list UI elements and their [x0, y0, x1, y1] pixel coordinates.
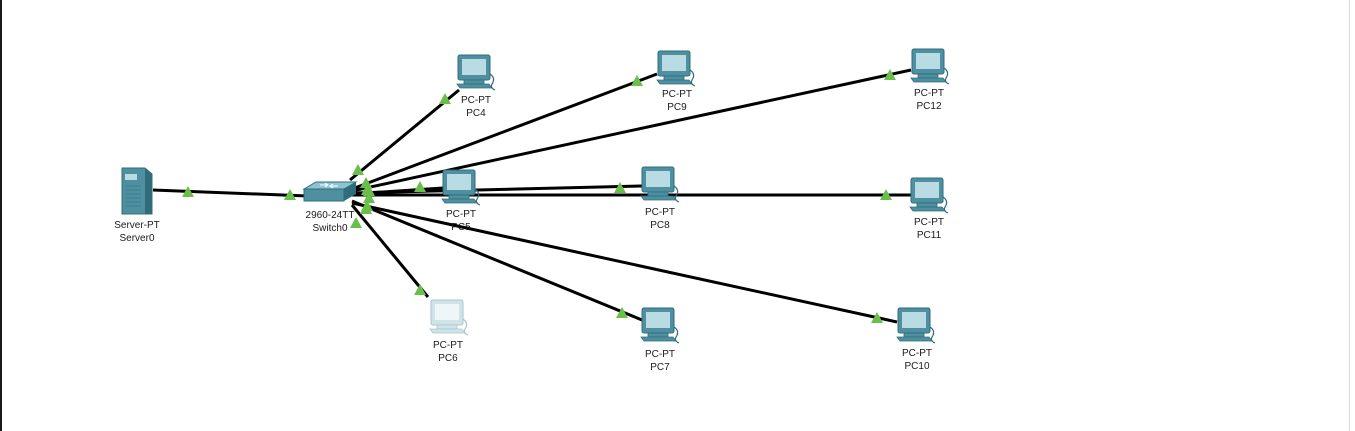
device-pc4[interactable]: PC-PT PC4: [456, 54, 496, 119]
device-model-label: PC-PT: [914, 88, 944, 99]
device-pc8[interactable]: PC-PT PC8: [640, 166, 680, 231]
device-model-label: PC-PT: [461, 95, 491, 106]
link-status-up-indicator: [182, 186, 194, 197]
device-model-label: PC-PT: [902, 348, 932, 359]
device-model-label: 2960-24TT: [306, 210, 355, 221]
pc-icon[interactable]: [456, 54, 496, 91]
workspace-left-border: [0, 0, 2, 431]
link-switch0-pc8[interactable]: [351, 184, 643, 195]
device-name-label: PC6: [438, 353, 458, 364]
device-name-label: Server0: [119, 233, 154, 244]
link-switch0-pc6[interactable]: [350, 204, 430, 298]
pc-icon[interactable]: [640, 307, 680, 344]
link-status-up-indicator: [880, 189, 892, 200]
pc-icon[interactable]: [441, 169, 481, 206]
link-status-up-indicator: [352, 164, 364, 175]
device-switch0[interactable]: 2960-24TT Switch0: [302, 181, 358, 234]
device-name-label: PC7: [650, 362, 670, 373]
device-model-label: PC-PT: [662, 89, 692, 100]
link-status-up-indicator: [631, 75, 643, 86]
device-name-label: PC8: [650, 220, 670, 231]
device-name-label: PC9: [667, 102, 687, 113]
device-model-label: PC-PT: [914, 217, 944, 228]
link-status-up-indicator: [350, 217, 362, 228]
pc-icon[interactable]: [640, 166, 680, 203]
link-switch0-pc7[interactable]: [351, 199, 643, 322]
link-status-up-indicator: [414, 284, 426, 295]
link-switch0-pc10[interactable]: [351, 201, 898, 324]
link-status-up-indicator: [616, 307, 628, 318]
pc-icon[interactable]: [909, 177, 949, 214]
device-name-label: Switch0: [312, 223, 347, 234]
link-status-up-indicator: [439, 93, 451, 104]
link-status-up-indicator: [614, 182, 626, 193]
switch-icon[interactable]: [302, 181, 358, 202]
device-model-label: PC-PT: [433, 340, 463, 351]
link-server0-switch0[interactable]: [152, 188, 309, 198]
link-status-up-indicator: [414, 181, 426, 192]
links-layer: [152, 68, 912, 324]
link-switch0-pc12[interactable]: [351, 68, 912, 193]
device-name-label: PC11: [917, 230, 942, 241]
link-status-up-indicator: [361, 200, 373, 211]
device-name-label: PC12: [916, 101, 941, 112]
link-status-up-indicator: [363, 185, 375, 196]
device-pc11[interactable]: PC-PT PC11: [909, 177, 949, 241]
device-model-label: PC-PT: [446, 209, 476, 220]
devices-layer: Server-PTServer02960-24TTSwitch0PC-PTPC4…: [114, 48, 950, 373]
pc-icon[interactable]: [910, 48, 950, 85]
link-switch0-pc4[interactable]: [349, 88, 460, 182]
device-server0[interactable]: Server-PT Server0: [114, 167, 160, 244]
link-status-up-indicator: [871, 312, 883, 323]
device-pc5[interactable]: PC-PT PC5: [441, 169, 481, 233]
device-model-label: PC-PT: [645, 207, 675, 218]
device-name-label: PC10: [904, 361, 929, 372]
link-status-up-indicator: [284, 189, 296, 200]
workspace-right-border: [1349, 0, 1350, 431]
pc-icon[interactable]: [429, 299, 469, 336]
device-model-label: Server-PT: [114, 220, 160, 231]
link-status-up-indicator: [884, 69, 896, 80]
device-pc9[interactable]: PC-PT PC9: [656, 50, 696, 113]
link-indicators-layer: [182, 69, 896, 323]
device-pc10[interactable]: PC-PT PC10: [896, 307, 936, 372]
device-name-label: PC5: [451, 222, 471, 233]
pc-icon[interactable]: [896, 307, 936, 344]
device-pc7[interactable]: PC-PT PC7: [640, 307, 680, 373]
device-pc12[interactable]: PC-PT PC12: [910, 48, 950, 112]
device-name-label: PC4: [466, 108, 486, 119]
device-pc6[interactable]: PC-PT PC6: [429, 299, 469, 364]
server-icon[interactable]: [121, 167, 153, 215]
pc-icon[interactable]: [656, 50, 696, 87]
device-model-label: PC-PT: [645, 349, 675, 360]
link-switch0-pc9[interactable]: [351, 72, 658, 191]
link-status-up-indicator: [363, 192, 375, 203]
